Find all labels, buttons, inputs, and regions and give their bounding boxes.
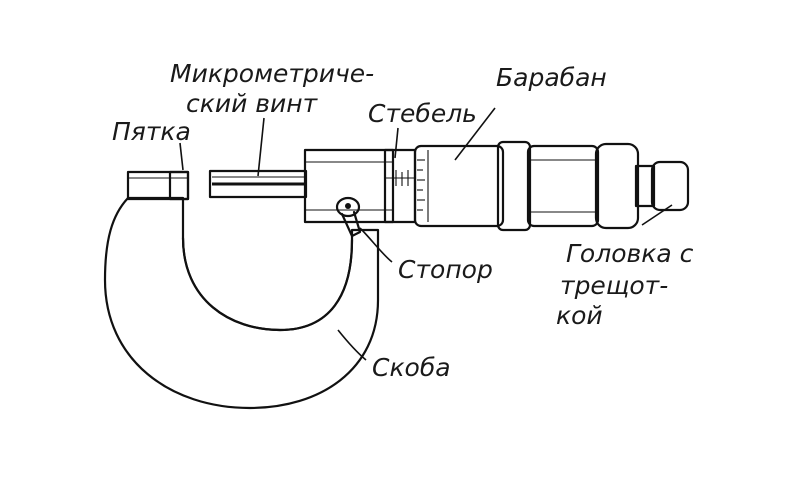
label-screw-line1: Микрометриче-	[170, 59, 374, 88]
stem	[303, 148, 417, 224]
ratchet-head	[594, 142, 690, 230]
label-head-line3: кой	[556, 301, 603, 330]
labels: Пятка Микрометриче- ский винт Стебель Ба…	[112, 59, 694, 382]
drum	[413, 140, 600, 232]
stopper	[335, 196, 362, 238]
label-frame: Скоба	[372, 353, 451, 382]
label-head-line2: трещот-	[560, 271, 668, 300]
label-stem: Стебель	[368, 99, 477, 128]
leader-lines	[179, 107, 673, 361]
frame	[103, 196, 380, 410]
label-head-line1: Головка с	[566, 239, 694, 268]
label-screw-line2: ский винт	[186, 89, 319, 118]
label-drum: Барабан	[496, 63, 607, 92]
label-stopper: Стопор	[398, 255, 493, 284]
label-heel: Пятка	[112, 117, 191, 146]
heel	[126, 170, 190, 201]
